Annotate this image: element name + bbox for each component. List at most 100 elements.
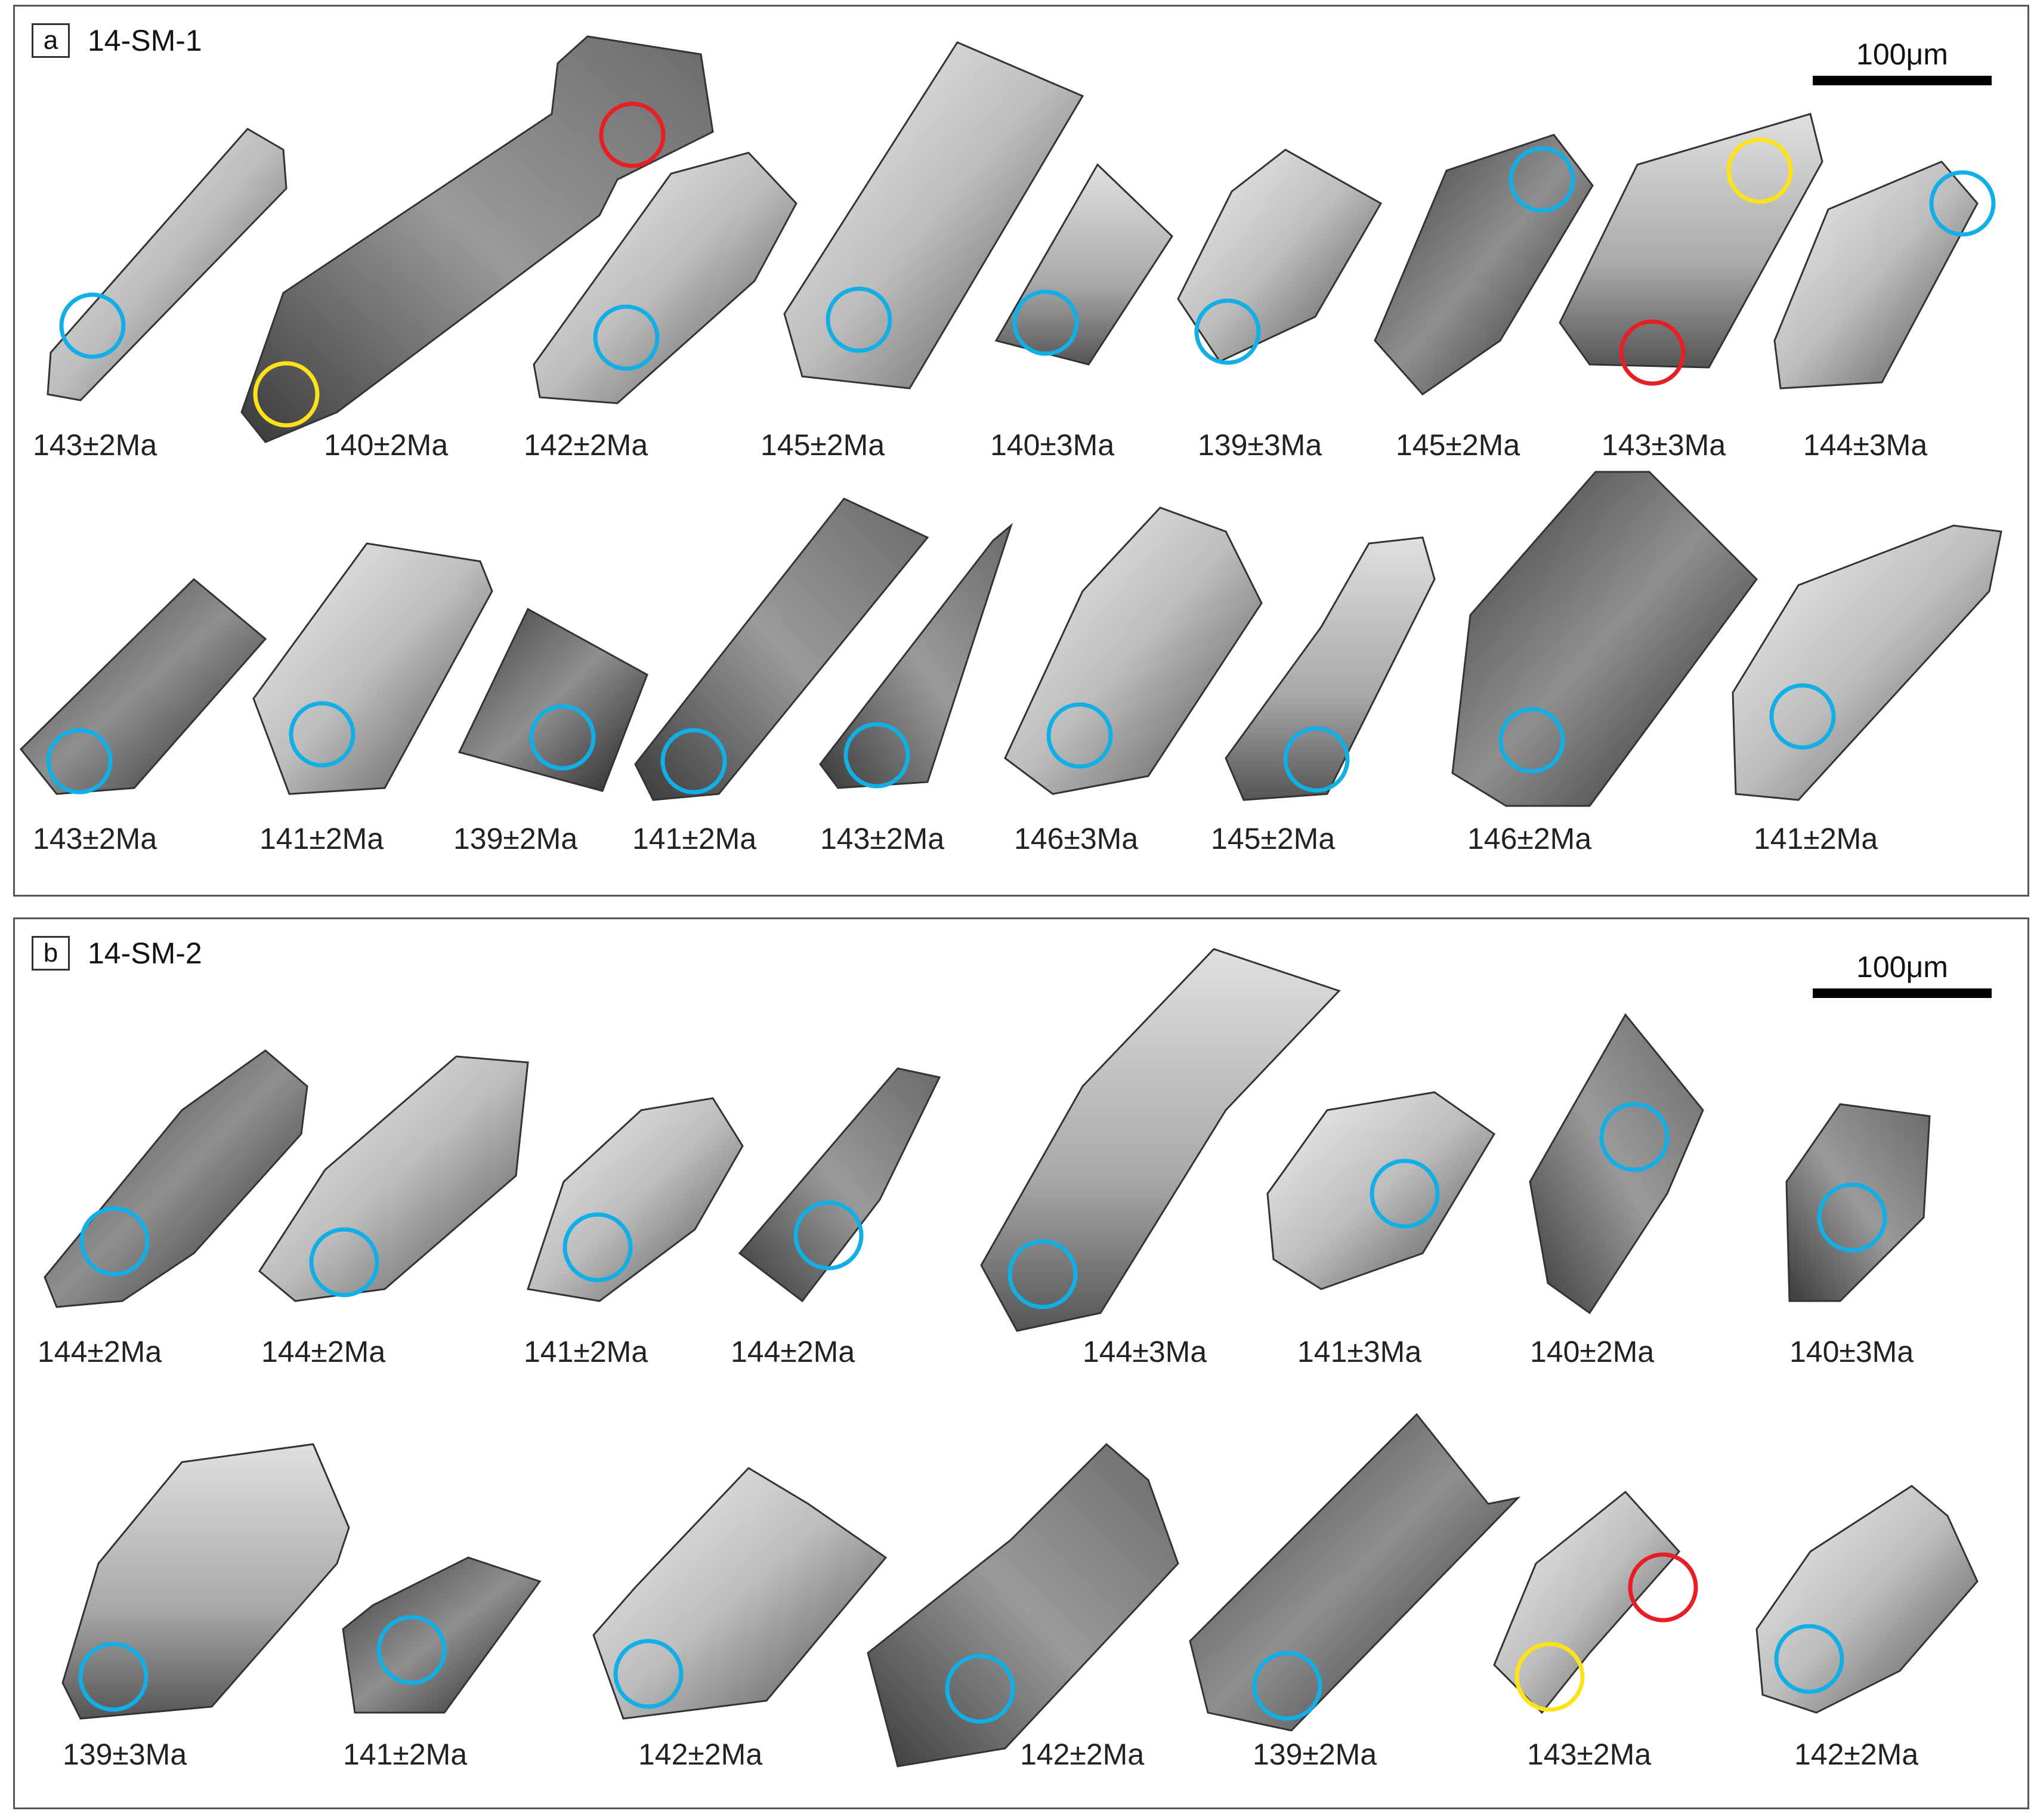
age-label: 140±3Ma bbox=[990, 428, 1115, 462]
zircon-grain bbox=[1529, 1013, 1704, 1315]
panel-a: a 14-SM-1 100μm bbox=[13, 5, 2029, 897]
zircon-grain bbox=[980, 948, 1341, 1332]
zircon-grain bbox=[44, 1049, 308, 1308]
analysis-spot bbox=[529, 704, 596, 771]
sample-name: 14-SM-2 bbox=[88, 937, 202, 970]
age-label: 146±3Ma bbox=[1014, 822, 1139, 855]
analysis-spot bbox=[46, 728, 113, 795]
age-label: 143±3Ma bbox=[1602, 428, 1726, 462]
age-label: 143±2Ma bbox=[820, 822, 945, 855]
analysis-spot bbox=[826, 286, 892, 353]
analysis-spot bbox=[793, 1200, 864, 1271]
age-label: 141±2Ma bbox=[1754, 822, 1878, 855]
zircon-grain bbox=[1266, 1091, 1496, 1290]
analysis-spot bbox=[1726, 137, 1793, 204]
analysis-spot bbox=[1514, 1642, 1585, 1712]
zircon-grain bbox=[1559, 113, 1823, 386]
age-label: 140±2Ma bbox=[324, 428, 449, 462]
analysis-spot bbox=[78, 1642, 149, 1712]
scale-bar-group: 100μm bbox=[1813, 36, 1992, 85]
age-label: 141±2Ma bbox=[259, 822, 384, 855]
age-label: 140±3Ma bbox=[1789, 1335, 1914, 1368]
zircon-grain bbox=[994, 163, 1173, 366]
panel-b: b 14-SM-2 100μm bbox=[13, 917, 2029, 1809]
age-label: 144±3Ma bbox=[1083, 1335, 1207, 1368]
zircon-grain bbox=[1732, 524, 2002, 801]
analysis-spot bbox=[1769, 683, 1836, 750]
grain-images bbox=[44, 948, 1979, 1768]
age-label: 146±2Ma bbox=[1467, 822, 1592, 855]
age-label: 144±2Ma bbox=[38, 1335, 162, 1368]
analysis-spot bbox=[1012, 289, 1079, 356]
analysis-spot bbox=[1046, 702, 1113, 769]
age-label: 139±2Ma bbox=[1253, 1738, 1377, 1771]
zircon-grain bbox=[1225, 536, 1436, 801]
zircon-grain bbox=[1493, 1490, 1698, 1714]
zircon-grain bbox=[1451, 471, 1758, 807]
age-label: 142±2Ma bbox=[524, 428, 648, 462]
analysis-spot bbox=[593, 304, 660, 371]
age-label: 144±2Ma bbox=[261, 1335, 386, 1368]
analysis-spot bbox=[945, 1654, 1015, 1724]
panel-letter: a bbox=[32, 23, 70, 58]
analysis-spot bbox=[309, 1227, 379, 1297]
age-label: 139±3Ma bbox=[1198, 428, 1322, 462]
zircon-grain bbox=[61, 1443, 350, 1720]
zircon-grain bbox=[47, 128, 288, 401]
age-label: 145±2Ma bbox=[1396, 428, 1520, 462]
analysis-spot bbox=[59, 292, 126, 359]
zircon-grain bbox=[1189, 1413, 1521, 1732]
scale-label: 100μm bbox=[1856, 38, 1948, 71]
age-label: 140±2Ma bbox=[1530, 1335, 1655, 1368]
analysis-spot bbox=[1007, 1239, 1078, 1309]
age-label: 139±3Ma bbox=[63, 1738, 187, 1771]
age-label: 141±3Ma bbox=[1297, 1335, 1422, 1368]
grain-images bbox=[19, 35, 2002, 807]
analysis-spot bbox=[1774, 1624, 1844, 1694]
zircon-grain bbox=[342, 1556, 542, 1714]
analysis-spot bbox=[562, 1212, 633, 1283]
zircon-grain bbox=[867, 1442, 1179, 1768]
analysis-spot bbox=[253, 361, 320, 428]
analysis-spot bbox=[1628, 1552, 1698, 1623]
age-label: 145±2Ma bbox=[761, 428, 885, 462]
analysis-spot bbox=[1817, 1182, 1887, 1253]
analysis-spot bbox=[1599, 1102, 1670, 1172]
zircon-grain bbox=[533, 152, 798, 404]
age-label: 142±2Ma bbox=[1794, 1738, 1919, 1771]
zircon-grain bbox=[592, 1467, 888, 1720]
age-label: 143±2Ma bbox=[33, 428, 157, 462]
zircon-grain bbox=[1773, 160, 1996, 390]
zircon-grain bbox=[819, 523, 1013, 789]
age-label: 142±2Ma bbox=[1020, 1738, 1145, 1771]
scale-bar bbox=[1813, 988, 1992, 998]
age-label: 145±2Ma bbox=[1211, 822, 1336, 855]
analysis-spot bbox=[660, 728, 727, 795]
scale-label: 100μm bbox=[1856, 950, 1948, 984]
zircon-grain bbox=[1374, 134, 1594, 395]
age-label: 141±2Ma bbox=[524, 1335, 648, 1368]
analysis-spot bbox=[289, 701, 356, 768]
scale-bar-group: 100μm bbox=[1813, 949, 1992, 998]
age-label: 143±2Ma bbox=[33, 822, 157, 855]
sample-name: 14-SM-1 bbox=[88, 24, 202, 57]
zircon-grain bbox=[783, 41, 1084, 390]
analysis-spot bbox=[1509, 146, 1575, 213]
age-label: 141±2Ma bbox=[632, 822, 757, 855]
panel-letter: b bbox=[32, 936, 70, 971]
zircon-grain bbox=[252, 542, 493, 795]
analysis-spot bbox=[1619, 319, 1686, 386]
zircon-grain bbox=[1785, 1103, 1931, 1302]
scale-bar bbox=[1813, 76, 1992, 85]
analysis-spot bbox=[1252, 1651, 1322, 1721]
analysis-spot bbox=[843, 722, 910, 789]
zircon-grain bbox=[1004, 506, 1263, 795]
analysis-spot bbox=[1498, 707, 1565, 774]
zircon-grain bbox=[527, 1097, 744, 1302]
zircon-grain bbox=[634, 498, 929, 801]
zircon-grain bbox=[1177, 149, 1383, 365]
zircon-grain bbox=[258, 1055, 529, 1302]
zircon-grain bbox=[19, 577, 267, 795]
age-label: 139±2Ma bbox=[453, 822, 578, 855]
zircon-grain bbox=[738, 1067, 941, 1303]
